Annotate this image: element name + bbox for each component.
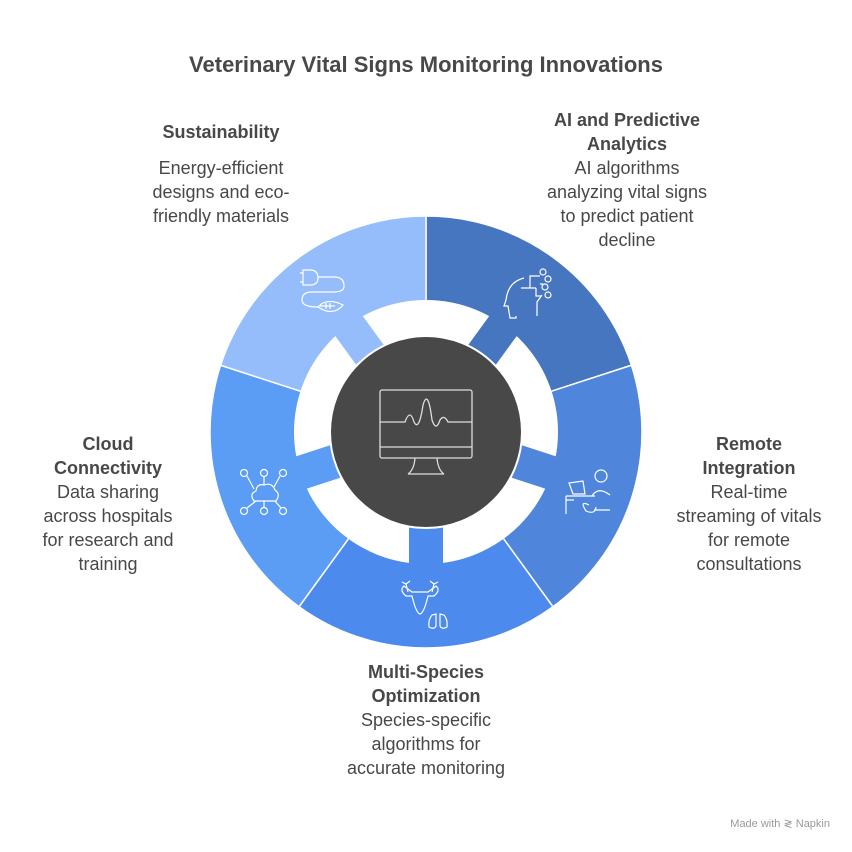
deer-lungs-icon: [401, 580, 448, 629]
segment-heading: Remote Integration: [702, 434, 796, 478]
remote-consultation-icon: [565, 469, 611, 514]
segment-heading: Cloud Connectivity: [53, 434, 163, 478]
segment-description: Energy-efficient designs and eco-friendl…: [152, 158, 290, 226]
cloud-network-icon: [239, 468, 288, 516]
segment-description: Real-time streaming of vitals for remote…: [676, 482, 822, 574]
label-cloud: Cloud Connectivity Data sharing across h…: [34, 432, 182, 576]
made-with-napkin: Made with ≷ Napkin: [730, 818, 830, 830]
label-remote: Remote Integration Real-time streaming o…: [672, 432, 826, 576]
segment-heading: Sustainability: [162, 122, 280, 142]
page-title: Veterinary Vital Signs Monitoring Innova…: [189, 52, 663, 77]
vital-monitor-icon: [379, 389, 473, 475]
center-hub: [329, 335, 523, 529]
label-multi-species: Multi-Species Optimization Species-speci…: [338, 660, 514, 780]
label-ai: AI and Predictive Analytics AI algorithm…: [540, 108, 714, 252]
segment-description: AI algorithms analyzing vital signs to p…: [546, 158, 708, 250]
ai-head-network-icon: [503, 268, 552, 319]
segment-description: Data sharing across hospitals for resear…: [42, 482, 174, 574]
segment-heading: AI and Predictive Analytics: [553, 110, 701, 154]
plug-leaf-icon: [300, 269, 345, 313]
label-sustainability: Sustainability Energy-efficient designs …: [128, 120, 314, 228]
segment-description: Species-specific algorithms for accurate…: [346, 710, 506, 778]
segment-heading: Multi-Species Optimization: [367, 662, 485, 706]
